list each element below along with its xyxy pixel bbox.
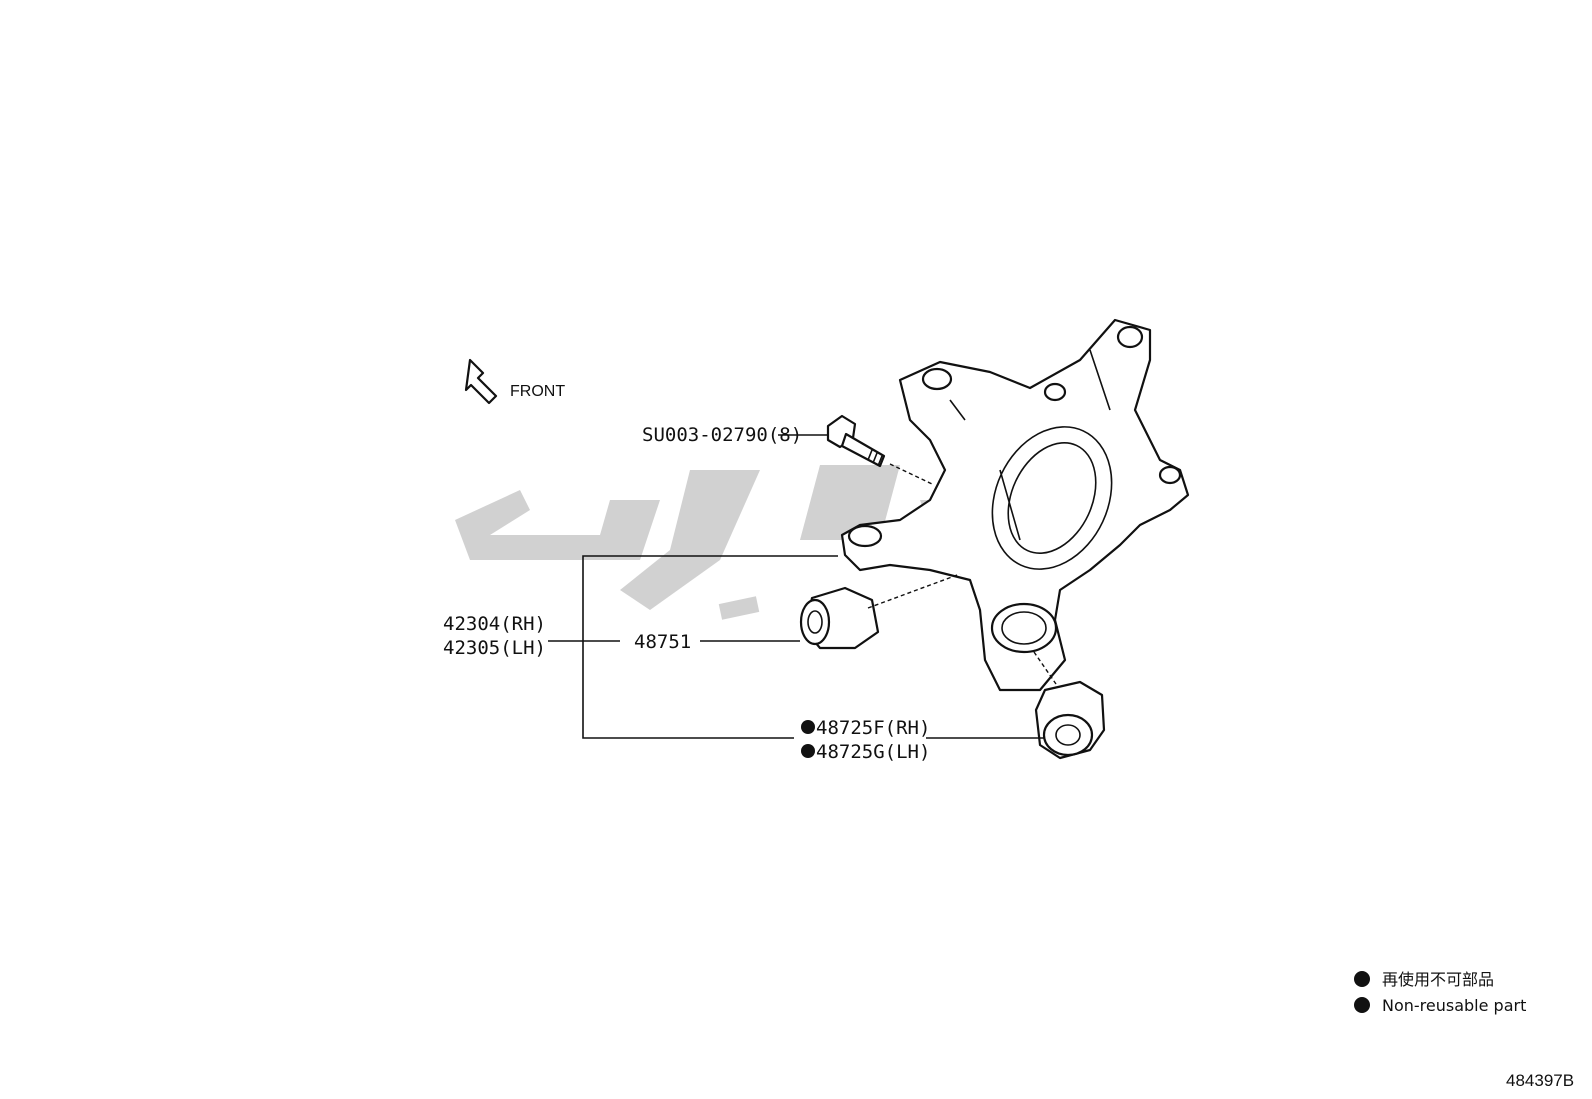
bolt-part <box>826 414 886 468</box>
knuckle-rh-label: 42304(RH) <box>443 613 546 635</box>
filled-circle-icon <box>1354 971 1370 987</box>
filled-circle-icon <box>801 720 815 734</box>
legend-japanese-text: 再使用不可部品 <box>1382 970 1494 989</box>
steering-knuckle-part <box>840 318 1190 692</box>
front-bush-label: 48751 <box>634 631 691 653</box>
front-bush-part <box>799 586 880 650</box>
legend-english-text: Non-reusable part <box>1382 996 1526 1015</box>
rear-bush-part <box>1034 680 1106 760</box>
knuckle-bracket-line <box>582 555 838 739</box>
bolt-guide-line <box>889 463 933 485</box>
front-direction-label: FRONT <box>510 383 565 400</box>
knuckle-lh-label: 42305(LH) <box>443 637 546 659</box>
bolt-label: SU003-02790(8) <box>642 424 802 446</box>
front-bush-guide-line <box>867 573 961 609</box>
front-arrow-icon <box>464 358 498 405</box>
rear-bush-rh-label: 48725F(RH) <box>816 717 930 739</box>
illustration-code: 484397B <box>1506 1071 1574 1090</box>
filled-circle-icon <box>1354 997 1370 1013</box>
filled-circle-icon <box>801 744 815 758</box>
rear-bush-lh-label: 48725G(LH) <box>816 741 930 763</box>
legend: 再使用不可部品 Non-reusable part <box>1354 970 1526 1015</box>
